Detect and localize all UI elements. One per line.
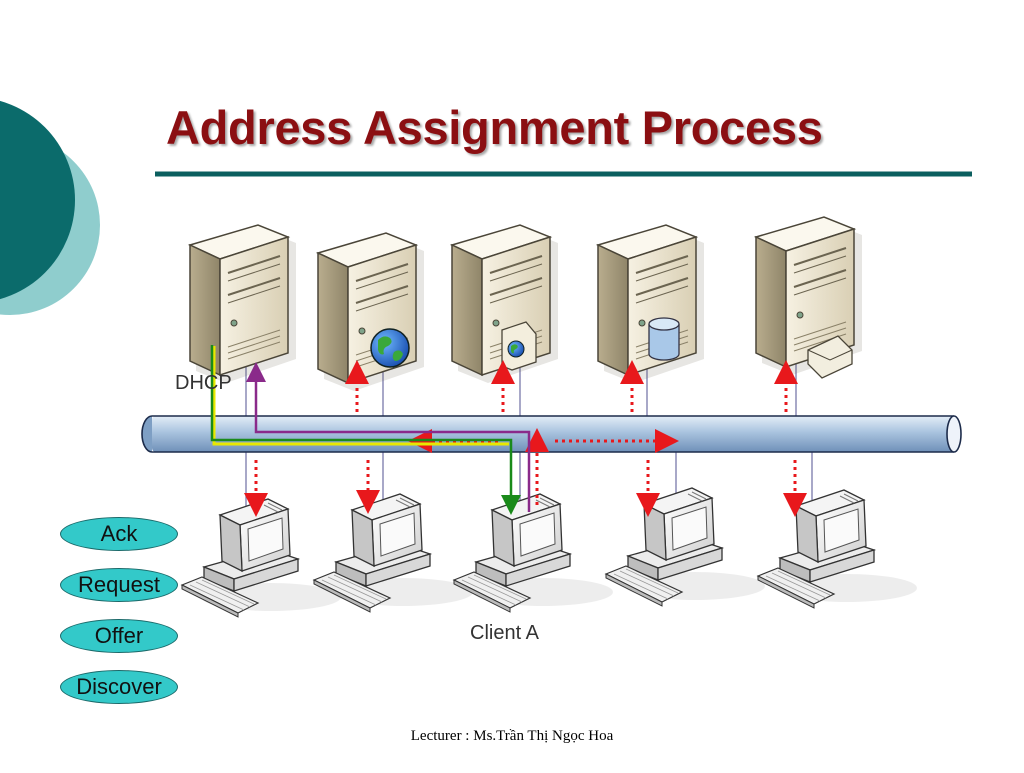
envelope-icon	[807, 335, 853, 379]
legend-discover: Discover	[60, 670, 178, 704]
legend-offer: Offer	[60, 619, 178, 653]
server-web	[317, 232, 425, 392]
client-4	[605, 487, 766, 607]
footer-lecturer: Lecturer : Ms.Trần Thị Ngọc Hoa	[410, 728, 614, 744]
client-a-label: Client A	[470, 622, 539, 644]
client-1	[181, 498, 342, 618]
offer-path	[212, 346, 509, 446]
server-dhcp	[189, 224, 297, 384]
legend-ack: Ack	[60, 517, 178, 551]
document-globe-icon	[501, 321, 537, 371]
client-2	[313, 493, 474, 613]
client-a	[453, 493, 614, 613]
legend-request: Request	[60, 568, 178, 602]
dhcp-label: DHCP	[175, 372, 232, 394]
network-bus	[141, 415, 962, 453]
request-path	[246, 362, 531, 512]
database-icon	[648, 317, 680, 361]
server-database	[597, 224, 705, 384]
slide-title: Address Assignment Process	[166, 101, 823, 154]
client-5	[757, 489, 918, 609]
globe-icon	[370, 328, 410, 368]
ack-path	[210, 345, 521, 515]
decor-circle-dark	[0, 100, 75, 300]
